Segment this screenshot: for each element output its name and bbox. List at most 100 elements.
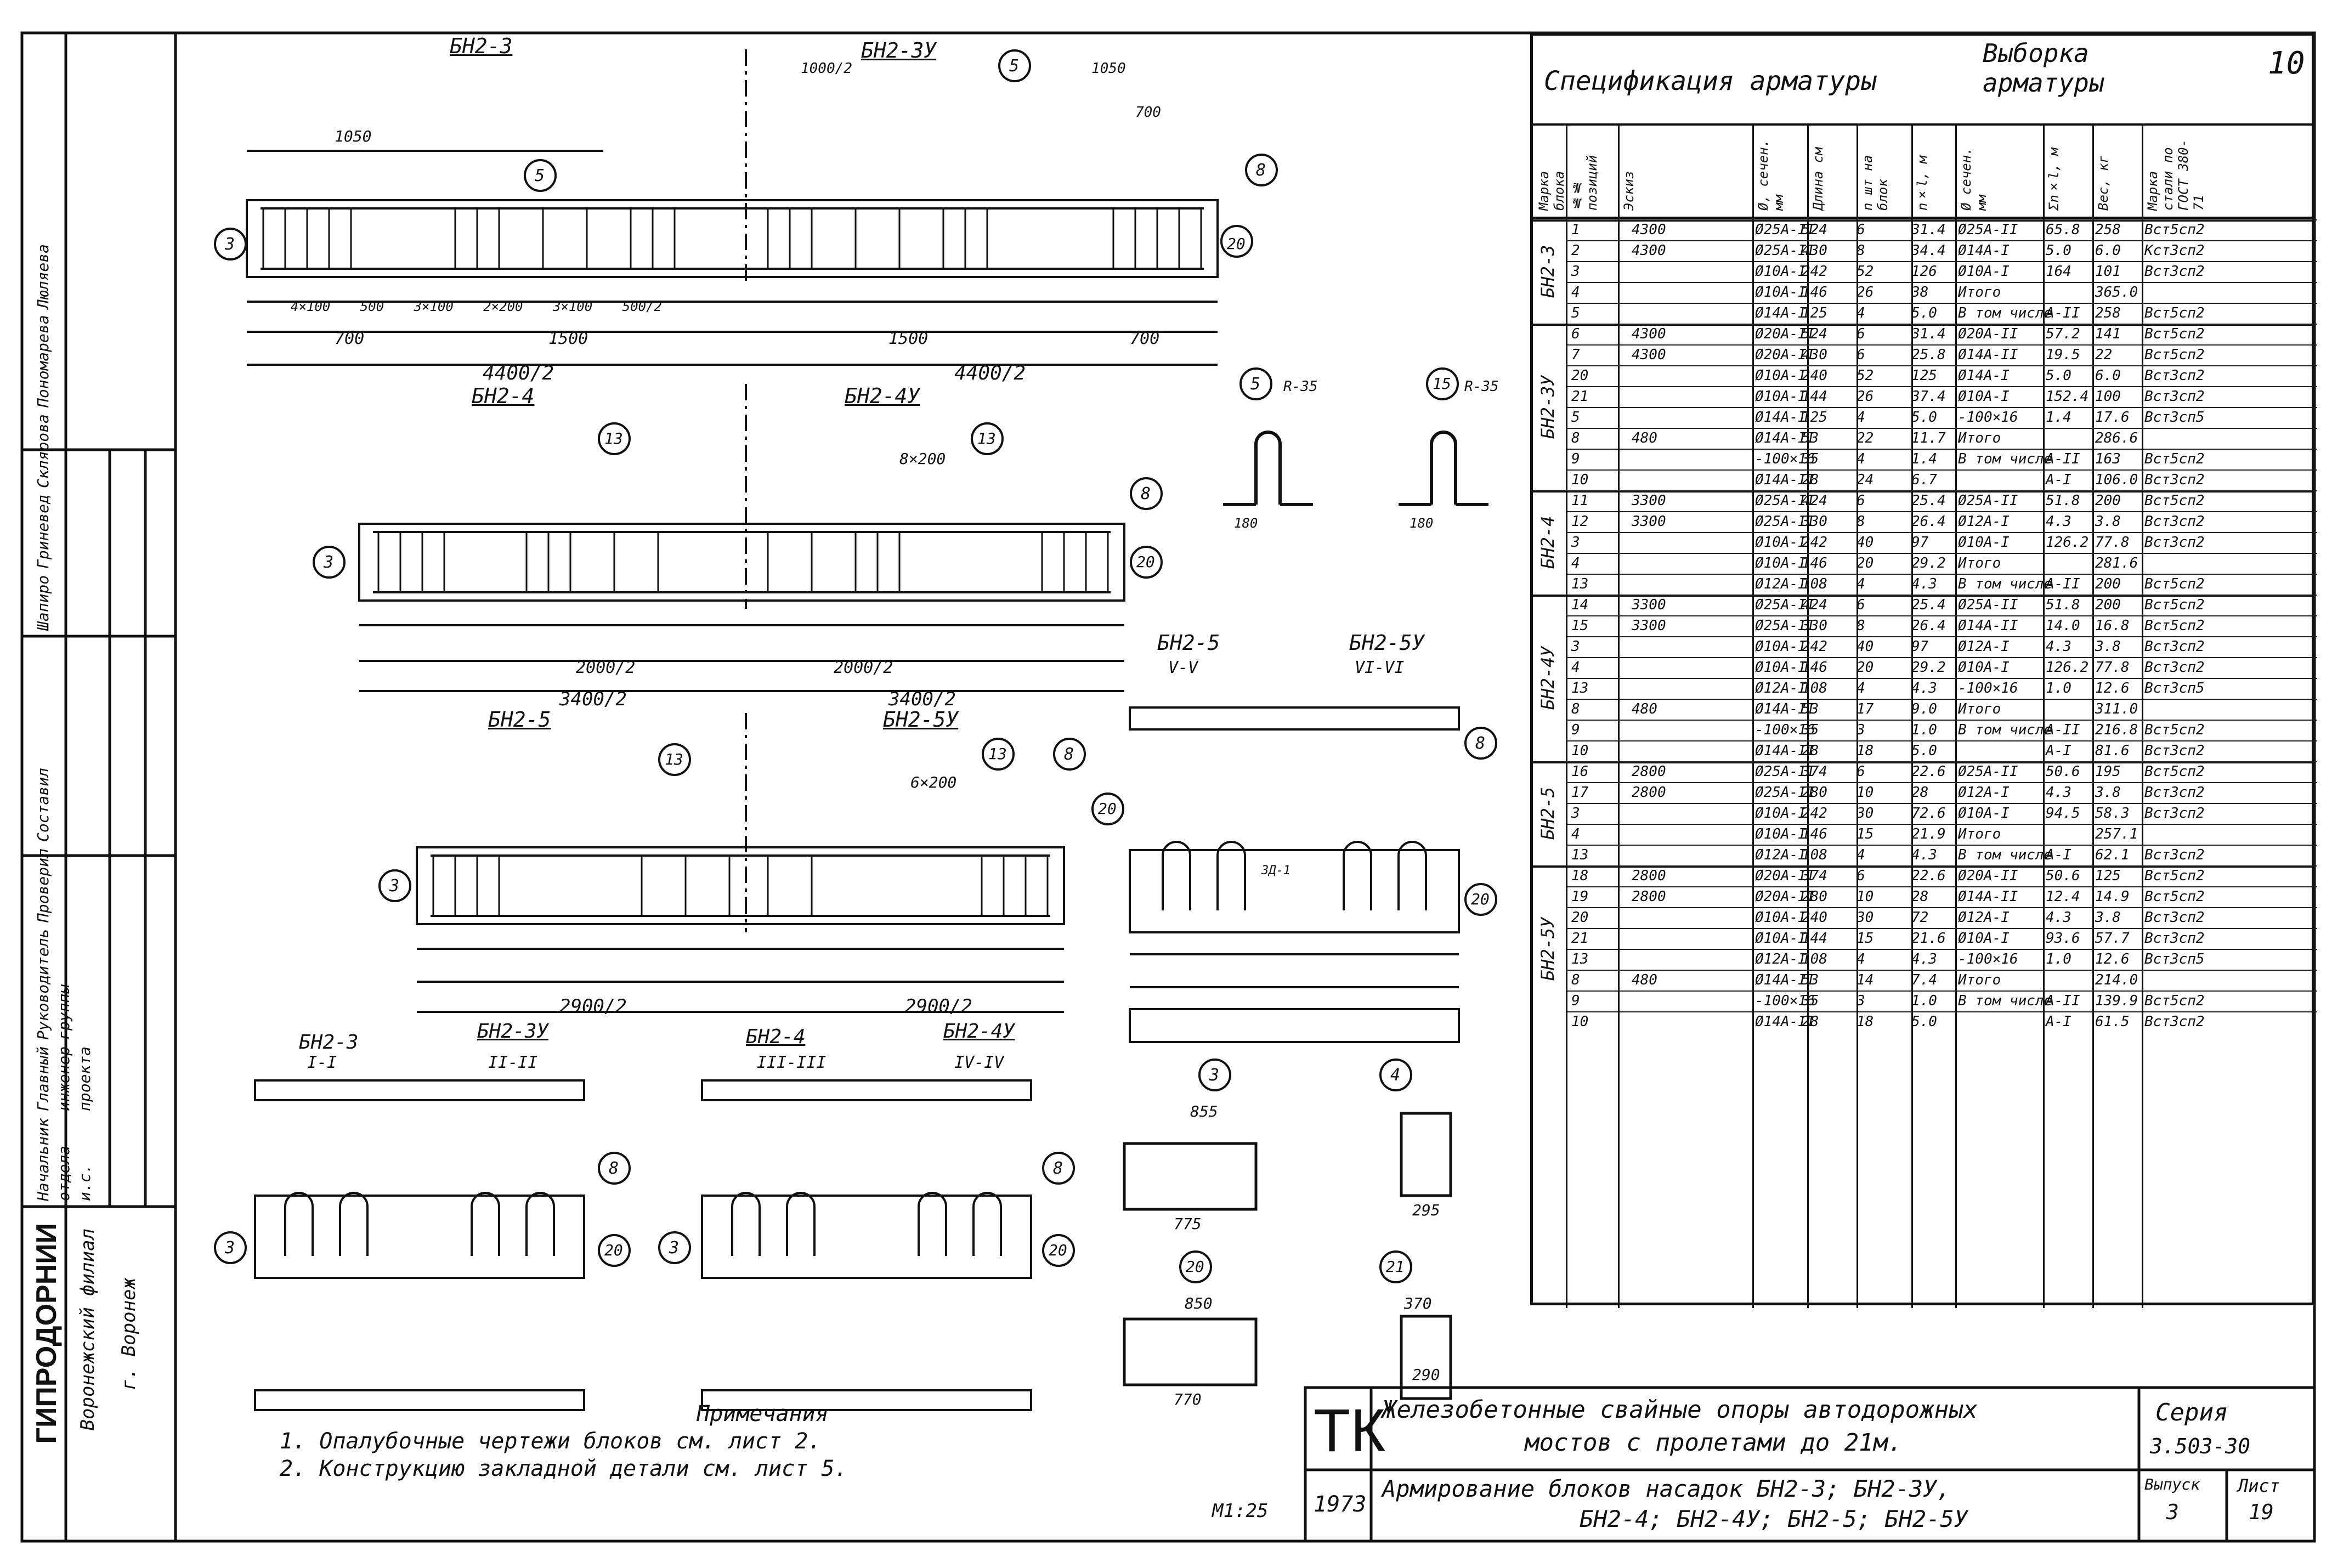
spec-header-cell: Σn×l, м [2046, 148, 2062, 211]
mark-4: 4 [1390, 1066, 1401, 1085]
spec-cell: 3.8 [2095, 638, 2121, 655]
spec-cell: 11.7 [1911, 430, 1946, 446]
spec-cell: В том числе [1958, 305, 2053, 321]
spec-cell: 53 [1802, 701, 1819, 717]
spec-cell: 3 [1856, 722, 1865, 738]
spec-cell: 1.0 [1911, 722, 1937, 738]
spec-cell: 77.8 [2095, 534, 2130, 551]
spec-cell: Вст3сп5 [2144, 409, 2205, 426]
stirrup-details [1123, 1112, 1452, 1400]
spec-cell: 146 [1802, 284, 1827, 301]
spec-cell: 6 [1856, 763, 1865, 780]
spec-cell: 4 [1571, 826, 1580, 842]
mark-13-a: 13 [604, 429, 623, 448]
spec-cell: Ø10А-I [1755, 659, 1807, 676]
dim-500-2: 500/2 [622, 299, 662, 314]
org-branch: Воронежский филиал [77, 1229, 99, 1431]
year: 1973 [1314, 1492, 1367, 1517]
mark-3-a: 3 [225, 235, 235, 254]
title-line-2: мостов с пролетами до 21м. [1525, 1429, 1903, 1457]
spec-cell: 125 [1911, 367, 1937, 384]
spec-cell: Ø20А-II [1755, 347, 1815, 363]
spec-cell: 3300 [1632, 513, 1666, 530]
spec-header-cell: №№ позиций [1569, 155, 1600, 211]
spec-cell: 21.6 [1911, 930, 1946, 947]
spec-cell: В том числе [1958, 847, 2053, 863]
mark-5-c: 5 [1250, 375, 1261, 394]
spec-cell: 1.0 [2046, 951, 2071, 967]
spec-cell: 280 [1802, 888, 1827, 905]
spec-cell: 330 [1802, 513, 1827, 530]
spec-cell: Ø14А-I [1958, 242, 2010, 259]
spec-cell: Вст3сп2 [2144, 388, 2205, 405]
spec-cell: 16.8 [2095, 618, 2130, 634]
spec-cell: 152.4 [2046, 388, 2089, 405]
spec-cell: 5.0 [1911, 305, 1937, 321]
spec-title: Спецификация арматуры [1544, 66, 1877, 97]
spec-cell: 524 [1802, 222, 1827, 238]
spec-cell: Ø12А-I [1958, 513, 2010, 530]
mark-20-e: 20 [604, 1241, 623, 1259]
spec-cell: 108 [1802, 680, 1827, 697]
spec-cell: Ø10А-I [1755, 534, 1807, 551]
elevation-bn2-3 [246, 49, 1219, 366]
mark-3-d: 3 [225, 1238, 235, 1258]
spec-cell: 4 [1571, 284, 1580, 301]
spec-cell: Ø12А-I [1958, 784, 2010, 801]
sections-i-iv [254, 1079, 1032, 1411]
dim-3x100-b: 3×100 [552, 299, 593, 314]
dim-4400-b: 4400/2 [954, 362, 1026, 384]
spec-cell: Ø10А-I [1958, 388, 2010, 405]
spec-header-cell: Ø сечен. мм [1959, 147, 1989, 211]
spec-cell: 1.0 [2046, 680, 2071, 697]
spec-cell: Ø14А-II [1958, 888, 2018, 905]
spec-cell: 1 [1571, 222, 1580, 238]
spec-cell: 19 [1571, 888, 1589, 905]
label-sec-bn2-3u: БН2-3У [477, 1020, 549, 1043]
spec-cell: Ø12А-I [1755, 680, 1807, 697]
spec-cell: 26.4 [1911, 618, 1946, 634]
spec-cell: 4 [1856, 409, 1865, 426]
spec-cell: 424 [1802, 597, 1827, 613]
spec-cell: Вст3сп5 [2144, 951, 2205, 967]
mark-13-b: 13 [977, 429, 996, 448]
spec-cell: 163 [2095, 451, 2121, 467]
spec-cell: Вст3сп2 [2144, 784, 2205, 801]
spec-cell: 28 [1911, 888, 1929, 905]
spec-cell: Вст3сп2 [2144, 930, 2205, 947]
spec-cell: 97 [1911, 534, 1929, 551]
spec-cell: 4.3 [1911, 951, 1937, 967]
dim-1500-a: 1500 [548, 329, 588, 348]
series-label: Серия [2155, 1399, 2228, 1427]
label-ii-ii: II-II [488, 1053, 538, 1072]
mark-3-c: 3 [389, 876, 400, 896]
spec-cell: 13 [1571, 576, 1589, 592]
spec-cell: -100×16 [1958, 951, 2018, 967]
spec-cell: 6.7 [1911, 472, 1937, 488]
spec-cell: 3 [1571, 263, 1580, 280]
spec-cell: 126.2 [2046, 659, 2089, 676]
spec-cell: Вст5сп2 [2144, 763, 2205, 780]
mark-8-c: 8 [1064, 745, 1074, 764]
spec-cell: 9 [1571, 722, 1580, 738]
spec-cell: 15 [1856, 930, 1874, 947]
dim-700-b: 700 [1130, 329, 1160, 348]
spec-cell: Вст5сп2 [2144, 576, 2205, 592]
spec-cell: 4 [1571, 555, 1580, 571]
spec-cell: 22 [1856, 430, 1874, 446]
mark-13-d: 13 [988, 745, 1007, 763]
spec-cell: Вст3сп2 [2144, 847, 2205, 863]
spec-cell: 40 [1856, 534, 1874, 551]
dim-295: 295 [1412, 1201, 1440, 1219]
